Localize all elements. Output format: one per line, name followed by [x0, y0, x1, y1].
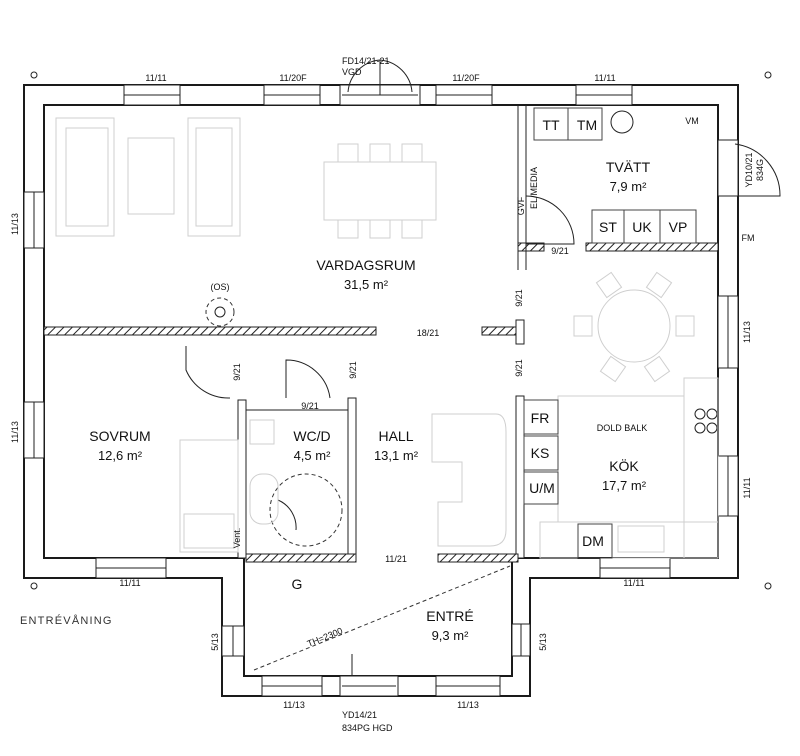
appliance-tm: TM — [577, 117, 597, 133]
appliance-tt: TT — [542, 117, 560, 133]
corner-markers — [30, 71, 772, 590]
window-label-top-3: 11/20F — [452, 73, 480, 83]
window-label-bot-2: 11/11 — [623, 578, 644, 588]
room-kok-area: 17,7 m² — [602, 478, 647, 493]
door-label-entre: 11/21 — [385, 554, 407, 564]
label-elmedia: EL/MEDIA — [529, 167, 539, 209]
appliance-boxes — [523, 107, 697, 559]
window-label-top-4: 11/11 — [594, 73, 615, 83]
door-label-wc: 9/21 — [301, 401, 319, 411]
room-sovrum-area: 12,6 m² — [98, 448, 143, 463]
appliance-vp: VP — [669, 219, 688, 235]
door-label-tvatt: 9/21 — [551, 246, 569, 256]
door-label-front-1: FD14/21-21 — [342, 56, 390, 66]
front-door-top[interactable] — [339, 59, 421, 106]
room-entre-area: 9,3 m² — [432, 628, 470, 643]
door-label-hall-a: 9/21 — [514, 289, 524, 307]
appliance-g: G — [292, 576, 303, 592]
room-hall-name: HALL — [378, 428, 413, 444]
appliance-dm: DM — [582, 533, 604, 549]
outer-walls — [23, 84, 739, 697]
window-label-right-1: 11/13 — [742, 321, 752, 343]
interior-walls — [43, 105, 719, 563]
door-label-mid: 18/21 — [417, 328, 440, 338]
entry-door-bottom[interactable] — [339, 654, 399, 697]
label-vent: Vent. — [232, 528, 242, 549]
door-label-sovrum: 9/21 — [232, 363, 242, 381]
label-dold-balk: DOLD BALK — [597, 423, 648, 433]
label-th: TH=2300 — [306, 626, 344, 649]
window-label-left-2: 11/13 — [10, 421, 20, 443]
interior-doors — [185, 195, 575, 399]
door-label-side-1: YD10/21 — [744, 152, 754, 187]
appliance-ks: KS — [531, 445, 550, 461]
window-label-top-2: 11/20F — [279, 73, 307, 83]
door-label-wc-wall: 9/21 — [348, 361, 358, 379]
door-label-entry-2: 834PG HGD — [342, 723, 393, 733]
window-label-entre-left: 5/13 — [210, 633, 220, 651]
door-label-side-2: 834G — [755, 159, 765, 181]
windows — [23, 84, 739, 697]
window-label-bot-1: 11/11 — [119, 578, 140, 588]
door-label-entry-1: YD14/21 — [342, 710, 377, 720]
room-tvatt-name: TVÄTT — [606, 159, 651, 175]
window-label-left-1: 11/13 — [10, 213, 20, 235]
appliance-um: U/M — [529, 480, 555, 496]
appliance-fm: FM — [742, 233, 755, 243]
appliance-uk: UK — [632, 219, 652, 235]
furniture — [55, 110, 719, 559]
label-os: (OS) — [211, 282, 230, 292]
room-tvatt-area: 7,9 m² — [610, 179, 648, 194]
appliance-st: ST — [599, 219, 617, 235]
room-entre-name: ENTRÉ — [426, 608, 473, 624]
door-label-front-2: VGD — [342, 67, 362, 77]
room-sovrum-name: SOVRUM — [89, 428, 150, 444]
room-kok-name: KÖK — [609, 457, 639, 474]
window-label-top-1: 11/11 — [145, 73, 166, 83]
label-gvf: GVF — [516, 196, 526, 215]
appliance-fr: FR — [531, 410, 550, 426]
window-label-right-2: 11/11 — [742, 477, 752, 498]
floor-label: ENTRÉVÅNING — [20, 614, 113, 627]
appliance-vm: VM — [685, 116, 699, 126]
room-hall-area: 13,1 m² — [374, 448, 419, 463]
room-wcd-area: 4,5 m² — [294, 448, 332, 463]
window-label-entre-bot-1: 11/13 — [283, 700, 305, 710]
window-label-entre-right: 5/13 — [538, 633, 548, 651]
side-door-tvatt[interactable] — [717, 139, 781, 197]
room-vardagsrum-area: 31,5 m² — [344, 277, 389, 292]
room-vardagsrum-name: VARDAGSRUM — [316, 257, 415, 273]
window-label-entre-bot-2: 11/13 — [457, 700, 479, 710]
room-wcd-name: WC/D — [293, 428, 330, 444]
door-label-hall-b: 9/21 — [514, 359, 524, 377]
